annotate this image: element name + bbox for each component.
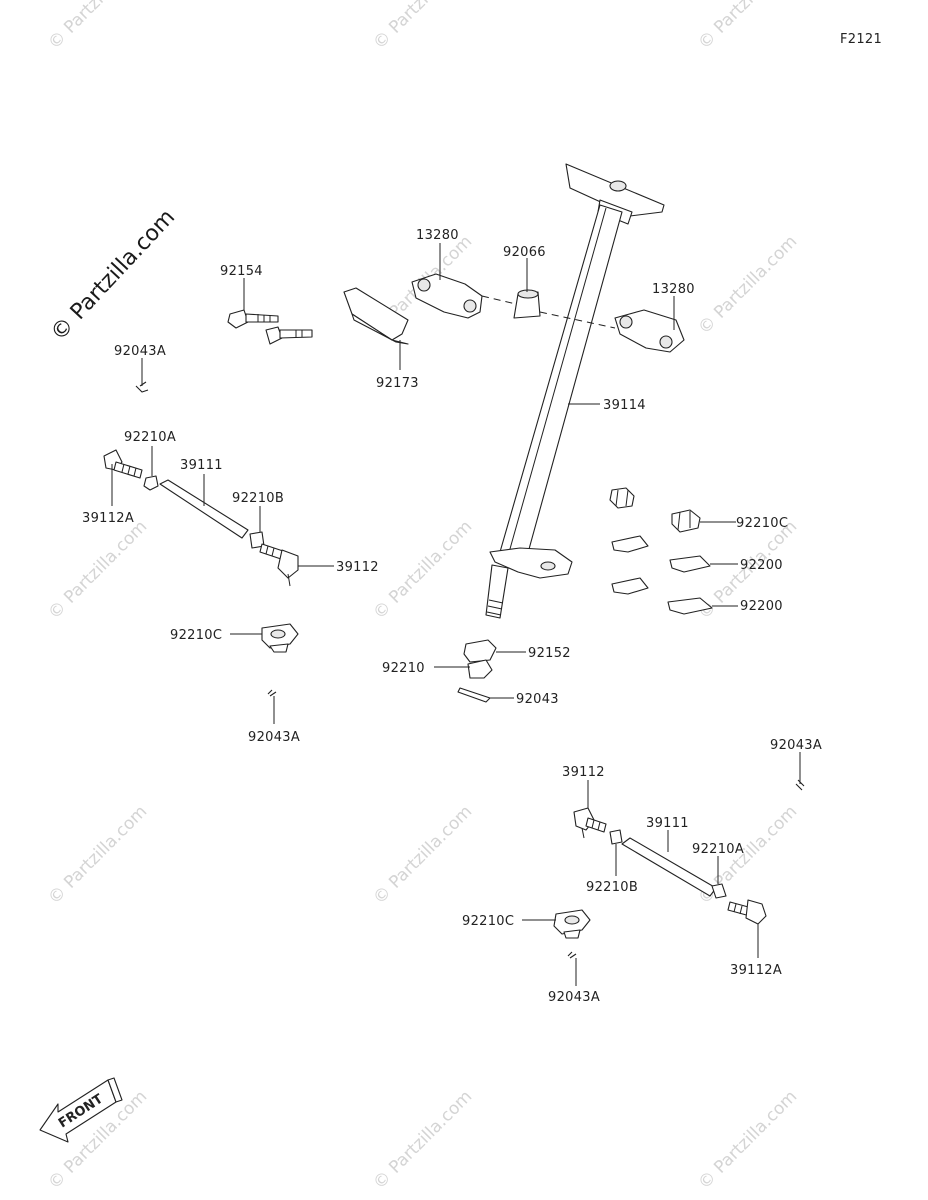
tie-rod-end-39112a-right[interactable] [727,899,767,925]
label-92210a: 92210A [124,430,176,445]
label-92210c: 92210C [462,914,514,929]
watermark: © Partzilla.com [694,1087,801,1194]
holder-13280-right[interactable] [614,309,685,353]
tie-rod-end-39112-left[interactable] [259,543,299,587]
watermark: © Partzilla.com [694,0,801,54]
cotter-pin-92043a-right[interactable] [795,779,805,791]
label-92152: 92152 [528,646,571,661]
nut-92210a-left[interactable] [143,475,159,491]
nut-92210c-bottom[interactable] [553,909,591,939]
figure-code: F2121 [840,32,882,47]
watermark: © Partzilla.com [694,232,801,339]
cotter-pin-92043a[interactable] [135,381,149,393]
watermark: © Partzilla.com [369,517,476,624]
label-92043a: 92043A [114,344,166,359]
part-labels: 13280 92066 13280 92154 92173 92043A 391… [82,228,822,1005]
label-39111: 39111 [180,458,223,473]
label-39112a: 39112A [82,511,134,526]
watermark-layer: © Partzilla.com © Partzilla.com © Partzi… [44,0,801,1194]
nut-92210c-right-2[interactable] [671,509,701,533]
label-92210c: 92210C [170,628,222,643]
nut-92210b-right[interactable] [609,829,623,845]
bushing-92066[interactable] [513,289,541,319]
brand-watermark: © Partzilla.com [46,205,180,346]
nut-92210-center[interactable] [467,659,493,679]
label-92173: 92173 [376,376,419,391]
label-92200: 92200 [740,599,783,614]
tie-rod-39111-left[interactable] [159,479,249,539]
washer-92200-c[interactable] [611,577,649,595]
watermark: © Partzilla.com [44,0,151,54]
tie-rod-end-39112a-left[interactable] [103,449,143,479]
cotter-pin-92043[interactable] [457,687,491,703]
tie-rod-end-39112-right[interactable] [573,807,607,839]
nut-92210c-left[interactable] [261,623,299,653]
washer-92200-d[interactable] [667,597,713,615]
bolt-92154[interactable] [227,309,313,345]
watermark: © Partzilla.com [369,0,476,54]
label-92210b: 92210B [232,491,284,506]
label-92200: 92200 [740,558,783,573]
label-39112: 39112 [562,765,605,780]
nut-92210c-right[interactable] [609,487,635,509]
cotter-pin-92043a-left[interactable] [267,689,277,697]
label-92043a: 92043A [548,990,600,1005]
leader-lines [111,243,801,986]
guard-92173[interactable] [343,287,409,345]
label-92210a: 92210A [692,842,744,857]
label-92210b: 92210B [586,880,638,895]
label-13280: 13280 [652,282,695,297]
watermark: © Partzilla.com [369,1087,476,1194]
cotter-pin-92043a-bottom[interactable] [567,951,577,959]
label-39112: 39112 [336,560,379,575]
label-92210c: 92210C [736,516,788,531]
label-39114: 39114 [603,398,646,413]
label-39112a: 39112A [730,963,782,978]
washer-92200-a[interactable] [611,535,649,553]
label-92043a: 92043A [770,738,822,753]
label-13280: 13280 [416,228,459,243]
watermark: © Partzilla.com [44,517,151,624]
label-92210: 92210 [382,661,425,676]
holder-13280-left[interactable] [411,273,483,319]
nut-92152[interactable] [463,639,497,663]
label-92154: 92154 [220,264,263,279]
label-92043a: 92043A [248,730,300,745]
label-92066: 92066 [503,245,546,260]
front-arrow: FRONT [39,1077,123,1143]
steering-shaft-39114[interactable] [485,163,665,619]
watermark: © Partzilla.com [44,802,151,909]
label-92043: 92043 [516,692,559,707]
watermark: © Partzilla.com [369,802,476,909]
nut-92210a-right[interactable] [711,883,727,899]
label-39111: 39111 [646,816,689,831]
washer-92200-b[interactable] [669,555,711,573]
